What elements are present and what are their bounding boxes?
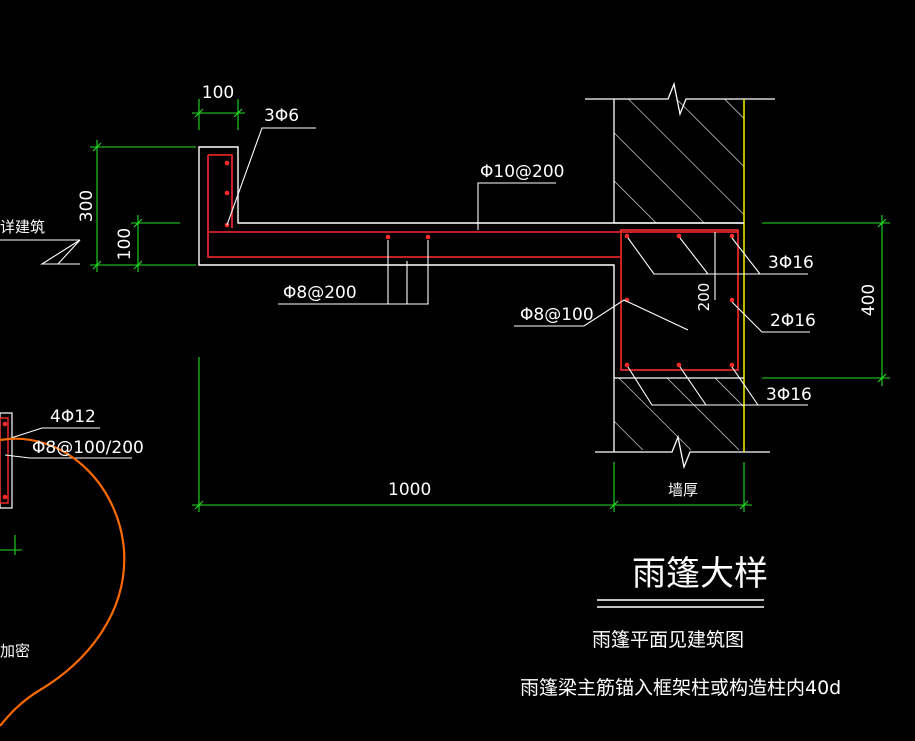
- caption-title: 雨篷大样: [632, 554, 768, 594]
- label-phi8-100: Φ8@100: [520, 305, 594, 325]
- label-3phi16-top: 3Φ16: [768, 253, 814, 273]
- label-phi8-200: Φ8@200: [283, 283, 357, 303]
- leader-3phi16-top-c: [731, 237, 761, 275]
- dim-text-200: 200: [695, 283, 713, 312]
- level-triangle-icon: [40, 239, 81, 265]
- wall-lower-hatch: [614, 378, 744, 450]
- leader-3phi16-top: [627, 237, 808, 275]
- leader-phi8-100: [514, 299, 689, 331]
- leader-2phi16: [731, 301, 810, 333]
- leader-3phi16-bottom-b: [679, 366, 707, 406]
- dim-tick: [92, 142, 102, 152]
- label-phi8-100-200: Φ8@100/200: [32, 438, 144, 458]
- rebar-dot: [676, 233, 682, 239]
- canopy-concrete-outline: [198, 146, 744, 378]
- leader-lines: [226, 127, 810, 406]
- slab-bottom-rebar: [207, 155, 620, 258]
- wall-break-line-top: [585, 81, 775, 117]
- rebar-dot: [676, 362, 682, 368]
- wall-upper-hatch: [614, 99, 744, 223]
- rebar-dot: [224, 190, 230, 196]
- dim-tick: [133, 260, 143, 270]
- caption-note-1: 雨篷平面见建筑图: [592, 629, 744, 651]
- dim-tick: [194, 500, 204, 510]
- dim-text-1000: 1000: [388, 480, 431, 500]
- leader-phi8-200-c: [388, 240, 429, 305]
- left-partial-text-1: 详建筑: [0, 218, 45, 236]
- dim-text-300: 300: [77, 190, 97, 222]
- label-phi10-200: Φ10@200: [480, 162, 564, 182]
- leader-3phi16-top-b: [679, 237, 709, 275]
- dim-tick: [133, 218, 143, 228]
- label-3phi16-bottom: 3Φ16: [766, 385, 812, 405]
- rebar-dot: [624, 362, 630, 368]
- dim-tick: [194, 108, 204, 118]
- dim-tick: [92, 260, 102, 270]
- leader-phi8-100-200: [4, 454, 132, 459]
- label-3phi6: 3Φ6: [264, 106, 299, 126]
- rebar-dot: [2, 494, 8, 500]
- leader-phi10: [477, 182, 556, 230]
- leader-3phi16-bottom: [627, 366, 808, 406]
- dim-tick: [739, 500, 749, 510]
- dim-tick: [609, 500, 619, 510]
- rebar-dot: [729, 297, 735, 303]
- rebar-dot: [729, 362, 735, 368]
- rebar-dot: [624, 233, 630, 239]
- dim-tick: [877, 373, 887, 383]
- orange-sketch-curve: [0, 437, 126, 727]
- upstand-rebar: [208, 154, 233, 228]
- column-section-partial: [0, 412, 13, 509]
- dim-tick: [233, 108, 243, 118]
- column-stirrup-partial: [0, 417, 9, 504]
- rebar-group: [207, 154, 739, 371]
- dim-text-400: 400: [859, 284, 879, 316]
- beam-stirrup: [620, 229, 739, 371]
- dim-tick: [877, 218, 887, 228]
- rebar-dot: [224, 160, 230, 166]
- dimension-lines: [0, 99, 890, 555]
- wall-break-line-bottom: [595, 434, 770, 470]
- dim-text-wall-thickness: 墙厚: [668, 481, 698, 499]
- rebar-dot: [385, 234, 391, 240]
- rebar-dot: [729, 233, 735, 239]
- label-2phi16: 2Φ16: [770, 311, 816, 331]
- dim-text-100-top: 100: [202, 83, 234, 103]
- rebar-dot: [425, 234, 431, 240]
- leader-4phi12: [4, 427, 100, 441]
- dim-text-100-vertical: 100: [115, 228, 135, 260]
- leader-3phi16-bottom-c: [731, 366, 759, 406]
- labels: 100 3Φ6 Φ10@200 Φ8@200 Φ8@100 3Φ16 2Φ16 …: [0, 83, 879, 699]
- rebar-dot: [2, 421, 8, 427]
- left-partial-detail: [0, 239, 132, 727]
- leader-3phi6: [226, 127, 316, 226]
- left-partial-text-2: 加密: [0, 642, 30, 660]
- caption-note-2: 雨篷梁主筋锚入框架柱或构造柱内40d: [520, 677, 841, 699]
- label-4phi12: 4Φ12: [50, 407, 96, 427]
